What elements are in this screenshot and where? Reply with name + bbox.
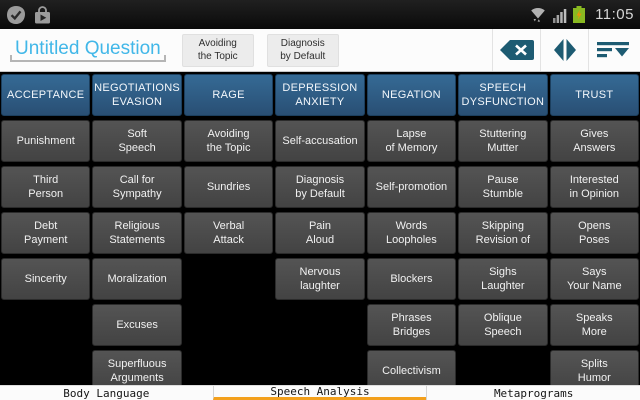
tab-label: Body Language: [63, 386, 150, 400]
tab-label: Speech Analysis: [270, 386, 370, 398]
sign-button[interactable]: Superfluous Arguments: [92, 350, 182, 385]
selected-sign-chip[interactable]: Avoiding the Topic: [181, 33, 254, 67]
sign-button[interactable]: Avoiding the Topic: [183, 120, 274, 162]
status-bar: 11:05: [0, 0, 640, 29]
status-notification-icons: [6, 5, 52, 25]
tab-label: Metaprograms: [493, 386, 574, 400]
category-header-acceptance[interactable]: ACCEPTANCE: [1, 74, 91, 116]
category-header-negotiations-evasion[interactable]: NEGOTIATIONS EVASION: [92, 74, 182, 116]
category-header-negation[interactable]: NEGATION: [366, 74, 457, 116]
sign-button[interactable]: Splits Humor: [549, 350, 639, 385]
sign-button[interactable]: Religious Statements: [92, 212, 182, 254]
sign-button[interactable]: Verbal Attack: [183, 212, 274, 254]
sign-button[interactable]: Self-promotion: [366, 166, 457, 208]
sign-button[interactable]: Punishment: [1, 120, 91, 162]
tab-body-language[interactable]: Body Language: [0, 386, 213, 400]
status-system-icons: 11:05: [529, 6, 634, 23]
selected-signs: Avoiding the Topic Diagnosis by Default: [181, 33, 339, 67]
category-header-trust[interactable]: TRUST: [549, 74, 639, 116]
question-title-input[interactable]: Untitled Question: [15, 37, 161, 59]
tab-speech-analysis[interactable]: Speech Analysis: [212, 386, 427, 400]
sign-button[interactable]: Third Person: [1, 166, 91, 208]
sign-button[interactable]: Phrases Bridges: [366, 304, 457, 346]
bottom-tabs: Body Language Speech Analysis Metaprograms: [0, 385, 640, 400]
sign-button[interactable]: Diagnosis by Default: [275, 166, 365, 208]
split-view-button[interactable]: [540, 29, 588, 71]
sign-button[interactable]: Moralization: [92, 258, 182, 300]
sign-button[interactable]: Oblique Speech: [458, 304, 548, 346]
action-bar: Untitled Question Avoiding the Topic Diag…: [0, 29, 640, 72]
sign-button[interactable]: Self-accusation: [275, 120, 365, 162]
play-store-icon: [35, 5, 50, 23]
backspace-icon: [499, 40, 534, 60]
signal-strength-icon: [553, 8, 567, 23]
sign-button[interactable]: Gives Answers: [549, 120, 639, 162]
sign-button[interactable]: Excuses: [92, 304, 182, 346]
sign-button[interactable]: Debt Payment: [1, 212, 91, 254]
sign-button[interactable]: Says Your Name: [549, 258, 639, 300]
sign-button[interactable]: Sincerity: [1, 258, 91, 300]
battery-charging-icon: [573, 6, 586, 23]
category-header-rage[interactable]: RAGE: [183, 74, 274, 116]
edittext-underline: [10, 55, 166, 63]
category-header-depression-anxiety[interactable]: DEPRESSION ANXIETY: [275, 74, 365, 116]
clock: 11:05: [595, 6, 634, 23]
sign-button[interactable]: Soft Speech: [92, 120, 182, 162]
tab-metaprograms[interactable]: Metaprograms: [426, 386, 640, 400]
sign-button[interactable]: Opens Poses: [549, 212, 639, 254]
sign-button[interactable]: Pain Aloud: [275, 212, 365, 254]
sign-button[interactable]: Sighs Laughter: [458, 258, 548, 300]
sign-button[interactable]: Nervous laughter: [275, 258, 365, 300]
sign-button[interactable]: Words Loopholes: [366, 212, 457, 254]
sign-button[interactable]: Call for Sympathy: [92, 166, 182, 208]
collapse-list-icon: [596, 41, 629, 57]
backspace-button[interactable]: [492, 29, 540, 71]
collapse-list-button[interactable]: [588, 29, 636, 71]
sign-button[interactable]: Speaks More: [549, 304, 639, 346]
sign-button[interactable]: Interested in Opinion: [549, 166, 639, 208]
action-buttons: [492, 29, 636, 71]
question-title-field[interactable]: Untitled Question: [10, 38, 166, 63]
sign-button[interactable]: Lapse of Memory: [366, 120, 457, 162]
sign-button[interactable]: Sundries: [183, 166, 274, 208]
split-diamond-icon: [553, 39, 576, 61]
sign-button[interactable]: Blockers: [366, 258, 457, 300]
category-header-speech-dysfunction[interactable]: SPEECH DYSFUNCTION: [458, 74, 548, 116]
sign-button[interactable]: Collectivism: [366, 350, 457, 385]
wifi-icon: [531, 8, 545, 22]
sign-button[interactable]: Skipping Revision of: [458, 212, 548, 254]
checkmark-notification-icon: [7, 5, 25, 24]
sign-button[interactable]: Stuttering Mutter: [458, 120, 548, 162]
sign-button[interactable]: Pause Stumble: [458, 166, 548, 208]
selected-sign-chip[interactable]: Diagnosis by Default: [266, 33, 339, 67]
